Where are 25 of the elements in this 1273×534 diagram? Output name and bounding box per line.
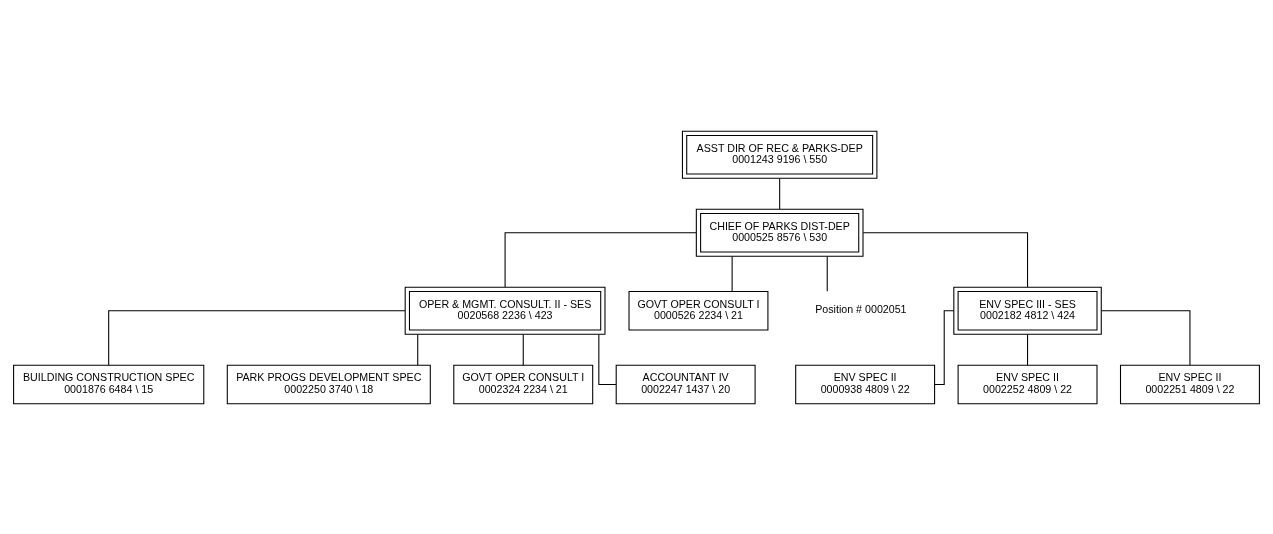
connector — [934, 309, 955, 385]
node-box: ENV SPEC II 0002251 4809 \ 22 — [1119, 364, 1260, 404]
connector — [417, 333, 419, 366]
connector — [108, 309, 406, 366]
node-box: ACCOUNTANT IV 0002247 1437 \ 20 — [615, 364, 756, 404]
connector — [826, 255, 828, 292]
node-box: CHIEF OF PARKS DIST-DEP 0000525 8576 \ 530 — [695, 208, 864, 257]
node-box: ASST DIR OF REC & PARKS-DEP 0001243 9196 \ 550 — [681, 130, 878, 179]
connector — [522, 333, 524, 366]
node-box: GOVT OPER CONSULT I 0002324 2234 \ 21 — [453, 364, 594, 404]
connector — [1027, 333, 1029, 366]
node-box: BUILDING CONSTRUCTION SPEC 0001876 6484 \ 15 — [13, 364, 205, 404]
connector — [504, 231, 697, 287]
connector — [862, 231, 1029, 287]
connector — [598, 333, 617, 385]
node-box: ENV SPEC III - SES 0002182 4812 \ 424 — [953, 286, 1102, 335]
node-box: PARK PROGS DEVELOPMENT SPEC 0002250 3740 \ 18 — [226, 364, 431, 404]
connector — [1101, 309, 1191, 366]
connector — [731, 255, 733, 292]
node-text: Position # 0002051 — [815, 302, 907, 315]
connector — [779, 177, 781, 210]
node-box: GOVT OPER CONSULT I 0000526 2234 \ 21 — [628, 290, 769, 331]
node-box: ENV SPEC II 0002252 4809 \ 22 — [957, 364, 1098, 404]
node-box: OPER & MGMT. CONSULT. II - SES 0020568 2236 \ 423 — [404, 286, 606, 335]
node-box: ENV SPEC II 0000938 4809 \ 22 — [795, 364, 936, 404]
